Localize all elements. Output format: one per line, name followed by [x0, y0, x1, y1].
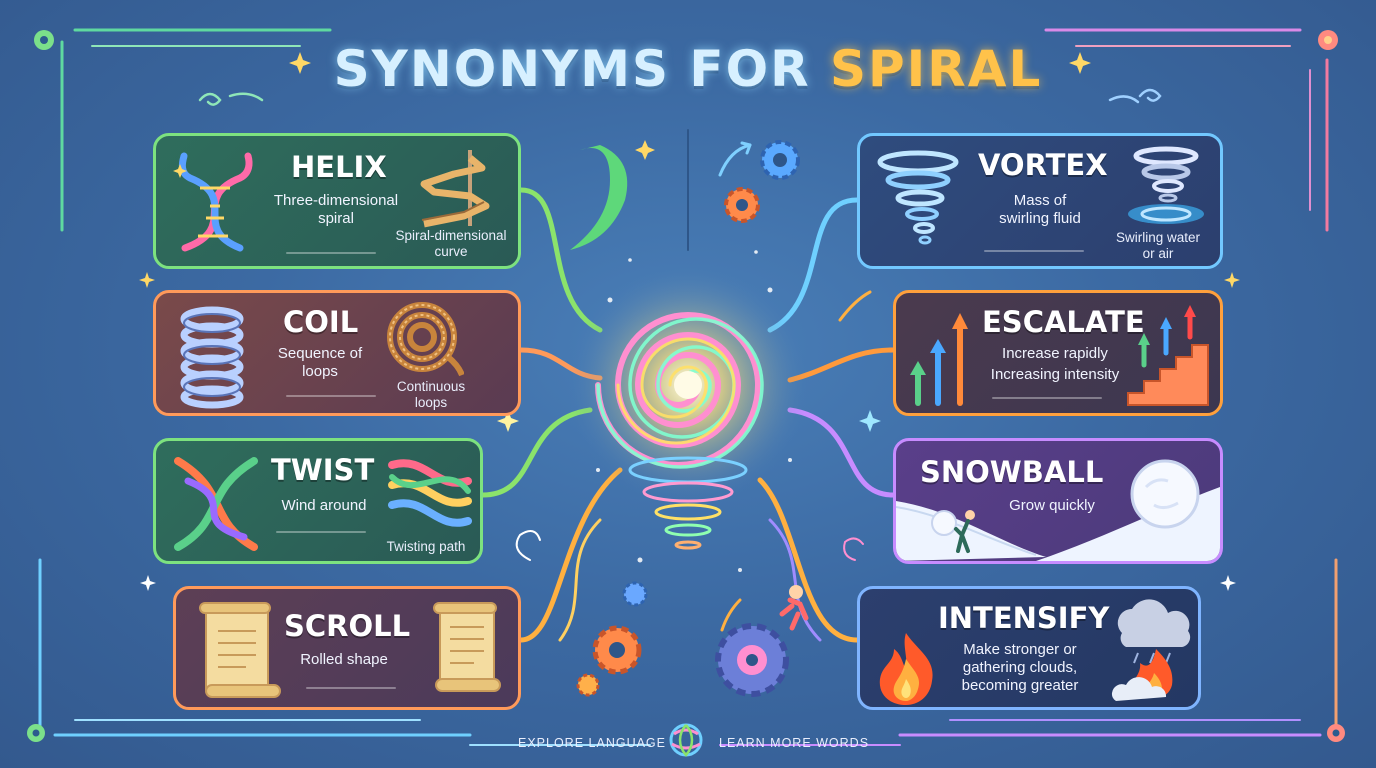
staircase-icon — [1127, 305, 1209, 406]
footer-explore-language: EXPLORE LANGUAGE — [518, 736, 666, 750]
title-swirls — [198, 88, 1162, 106]
frame-corner-dots — [27, 30, 1345, 742]
card-word: SNOWBALL — [920, 455, 1104, 489]
card-word: ESCALATE — [982, 305, 1145, 339]
spiral-staircase-icon — [420, 150, 490, 228]
braid-icon — [388, 459, 472, 527]
card-definition: Sequence of loops — [277, 345, 363, 380]
card-definition: Make stronger or gathering clouds, becom… — [961, 641, 1079, 694]
flame-icon — [879, 633, 933, 705]
card-definition: Grow quickly — [1009, 497, 1095, 514]
card-helix: HELIX Three-dimensional spiral Spiral-di… — [153, 133, 521, 269]
globe-logo-icon — [669, 723, 703, 757]
card-note: Continuous loops — [396, 379, 466, 410]
card-snowball: SNOWBALL Grow quickly — [893, 438, 1223, 564]
frame-lines — [38, 28, 1338, 746]
gear-icon — [576, 140, 800, 697]
tornado-icon — [877, 150, 959, 245]
storm-cloud-icon — [1111, 599, 1191, 701]
card-coil: COIL Sequence of loops Continuous loops — [153, 290, 521, 416]
card-vortex: VORTEX Mass of swirling fluid Swirling w… — [857, 133, 1223, 269]
card-definition: Mass of swirling fluid — [999, 192, 1081, 227]
card-word: INTENSIFY — [938, 601, 1110, 635]
card-note: Twisting path — [386, 539, 466, 554]
card-definition: Increase rapidly Increasing intensity — [990, 345, 1120, 383]
card-intensify: INTENSIFY Make stronger or gathering clo… — [857, 586, 1201, 710]
title-text: SYNONYMS FOR — [333, 40, 831, 98]
twisted-ribbons-icon — [174, 457, 258, 551]
card-scroll: SCROLL Rolled shape — [173, 586, 521, 710]
arrow-accents — [515, 141, 872, 632]
sparkle-icons — [139, 52, 1240, 591]
card-definition: Three-dimensional spiral — [273, 192, 399, 227]
card-word: VORTEX — [978, 148, 1108, 182]
card-word: SCROLL — [284, 609, 411, 643]
card-twist: TWIST Wind around Twisting path — [153, 438, 483, 564]
climber-figure-icon — [779, 585, 809, 631]
rope-coil-icon — [387, 302, 464, 377]
card-escalate: ESCALATE Increase rapidly Increasing int… — [893, 290, 1223, 416]
card-definition: Rolled shape — [300, 651, 388, 668]
paper-scroll-icon — [199, 602, 281, 698]
card-note: Spiral-dimensional curve — [395, 228, 507, 259]
card-word: TWIST — [271, 453, 375, 487]
spring-icon — [180, 306, 244, 409]
paper-scroll-icon — [433, 602, 501, 692]
leaf-swirl-icon — [570, 145, 628, 250]
dna-icon — [173, 152, 253, 252]
rising-arrows-icon — [910, 313, 968, 406]
snowball-icon — [1130, 459, 1200, 529]
card-word: COIL — [283, 305, 359, 339]
footer-learn-more-words: LEARN MORE WORDS — [719, 736, 870, 750]
whirlpool-icon — [1128, 146, 1204, 224]
card-note: Swirling water or air — [1115, 230, 1201, 261]
card-word: HELIX — [291, 150, 387, 184]
page-title: SYNONYMS FOR SPIRAL — [0, 40, 1376, 98]
central-spiral-icon — [568, 250, 808, 572]
title-highlight: SPIRAL — [830, 40, 1043, 98]
card-definition: Wind around — [281, 497, 367, 514]
climber-figure-icon — [931, 510, 975, 553]
